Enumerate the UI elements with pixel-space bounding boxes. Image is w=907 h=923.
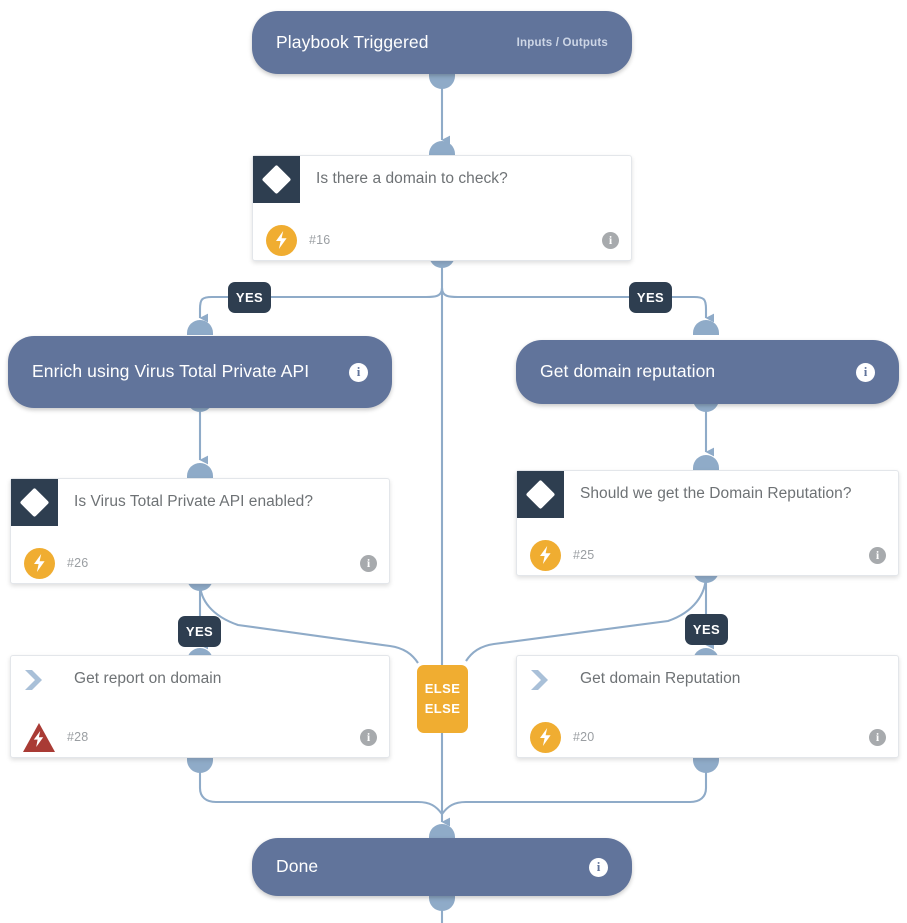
info-icon[interactable]: i [856,362,875,382]
info-icon[interactable]: i [602,232,619,249]
card-header: Is Virus Total Private API enabled? [11,479,389,526]
step-number: #20 [573,730,595,744]
node-enrich-using-virus-total-private-api[interactable]: Enrich using Virus Total Private API i [8,336,392,408]
info-icon[interactable]: i [360,555,377,572]
warning-triangle-icon [23,722,55,752]
node-done[interactable]: Done i [252,838,632,896]
anchor-report-out [187,758,213,773]
branch-label-text: YES [636,290,665,305]
step-number: #28 [67,730,89,744]
info-icon[interactable]: i [589,857,608,877]
chevron-action-icon [11,656,58,703]
anchor-done-in [429,824,455,839]
branch-label-yes-right-bottom[interactable]: YES [685,614,728,645]
anchor-enrich-in [187,320,213,335]
status-slot [517,721,573,753]
info-icon[interactable]: i [349,362,368,382]
node-get-domain-reputation-action[interactable]: Get domain Reputation #20 i [516,655,899,758]
node-title: Done [276,856,319,877]
anchor-trigger-out [429,74,455,89]
anchor-reputation-out [693,758,719,773]
card-footer: #28 [11,717,389,757]
branch-label-text-2: ELSE [424,701,461,716]
lightning-bolt-icon [529,721,561,753]
lightning-bolt-icon [529,539,561,571]
card-header: Should we get the Domain Reputation? [517,471,898,518]
node-title: Is Virus Total Private API enabled? [74,493,313,510]
lightning-bolt-icon [265,224,297,256]
chevron-action-icon [517,656,564,703]
node-get-domain-reputation[interactable]: Get domain reputation i [516,340,899,404]
diamond-condition-icon [253,156,300,203]
card-footer: #25 [517,535,898,575]
card-header: Get domain Reputation [517,656,898,703]
card-footer: #16 [253,220,631,260]
branch-label-text: YES [692,622,721,637]
anchor-done-out [429,896,455,911]
branch-label-text: YES [235,290,264,305]
diamond-condition-icon [517,471,564,518]
node-title: Get domain reputation [540,361,716,382]
info-icon[interactable]: i [869,547,886,564]
node-get-report-on-domain[interactable]: Get report on domain #28 i [10,655,390,758]
node-title: Get domain Reputation [580,670,741,687]
status-slot [11,722,67,752]
step-number: #25 [573,548,595,562]
anchor-cond25-in [693,455,719,470]
step-number: #16 [309,233,331,247]
diamond-condition-icon [11,479,58,526]
branch-label-yes-left-bottom[interactable]: YES [178,616,221,647]
inputs-outputs-label[interactable]: Inputs / Outputs [516,36,608,49]
card-header: Get report on domain [11,656,389,703]
card-footer: #26 [11,543,389,583]
info-icon[interactable]: i [869,729,886,746]
node-should-we-get-the-domain-reputation[interactable]: Should we get the Domain Reputation? #25… [516,470,899,576]
status-slot [11,547,67,579]
card-footer: #20 [517,717,898,757]
anchor-cond26-in [187,463,213,478]
branch-label-yes-right-top[interactable]: YES [629,282,672,313]
node-title: Is there a domain to check? [316,170,508,187]
node-title: Enrich using Virus Total Private API [32,361,310,382]
branch-label-text: YES [185,624,214,639]
node-is-there-a-domain-to-check[interactable]: Is there a domain to check? #16 i [252,155,632,261]
node-title: Get report on domain [74,670,222,687]
branch-label-yes-left-top[interactable]: YES [228,282,271,313]
card-header: Is there a domain to check? [253,156,631,203]
status-slot [253,224,309,256]
anchor-cond16-in [429,141,455,156]
node-is-virus-total-private-api-enabled[interactable]: Is Virus Total Private API enabled? #26 … [10,478,390,584]
status-slot [517,539,573,571]
step-number: #26 [67,556,89,570]
branch-label-text-1: ELSE [424,680,461,696]
anchor-getrep-in [693,320,719,335]
node-title: Should we get the Domain Reputation? [580,485,852,502]
lightning-bolt-icon [23,547,55,579]
node-playbook-triggered[interactable]: Playbook Triggered Inputs / Outputs [252,11,632,74]
info-icon[interactable]: i [360,729,377,746]
branch-label-else[interactable]: ELSE ELSE [417,665,468,733]
node-title: Playbook Triggered [276,31,429,52]
